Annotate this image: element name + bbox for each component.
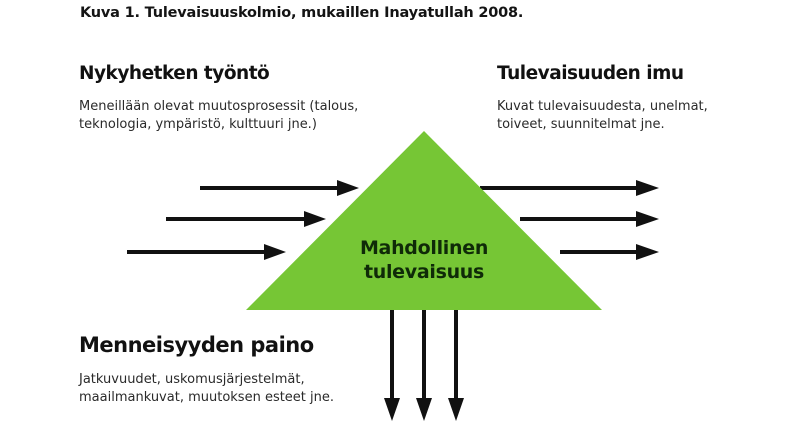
present-push-desc-line: Meneillään olevat muutosprosessit (talou… <box>79 99 359 114</box>
past-weight-desc-line: Jatkuvuudet, uskomusjärjestelmät, <box>79 372 305 387</box>
pull-arrow-icon <box>480 180 659 196</box>
future-pull-desc-line: Kuvat tulevaisuudesta, unelmat, <box>497 99 708 114</box>
past-weight-block: Menneisyyden paino Jatkuvuudet, uskomusj… <box>79 333 334 407</box>
possible-future-label-line: tulevaisuus <box>363 261 485 283</box>
future-pull-arrows <box>480 180 659 260</box>
present-push-arrows <box>127 180 359 260</box>
past-weight-desc-line: maailmankuvat, muutoksen esteet jne. <box>79 390 335 405</box>
weight-arrow-icon <box>448 310 464 421</box>
present-push-description: Meneillään olevat muutosprosessit (talou… <box>79 98 358 134</box>
figure-caption: Kuva 1. Tulevaisuuskolmio, mukaillen Ina… <box>80 5 524 21</box>
future-pull-description: Kuvat tulevaisuudesta, unelmat, toiveet,… <box>497 98 708 134</box>
future-pull-block: Tulevaisuuden imu Kuvat tulevaisuudesta,… <box>497 63 708 134</box>
push-arrow-icon <box>166 211 326 227</box>
possible-future-label: Mahdollinen tulevaisuus <box>324 236 524 284</box>
present-push-heading: Nykyhetken työntö <box>79 63 270 84</box>
weight-arrow-icon <box>416 310 432 421</box>
weight-arrow-icon <box>384 310 400 421</box>
pull-arrow-icon <box>560 244 659 260</box>
present-push-desc-line: teknologia, ympäristö, kulttuuri jne.) <box>79 117 317 132</box>
pull-arrow-icon <box>520 211 659 227</box>
present-push-block: Nykyhetken työntö Meneillään olevat muut… <box>79 63 358 134</box>
push-arrow-icon <box>200 180 359 196</box>
future-pull-heading: Tulevaisuuden imu <box>497 63 684 84</box>
possible-future-label-line: Mahdollinen <box>359 237 489 259</box>
past-weight-arrows <box>384 310 464 421</box>
past-weight-description: Jatkuvuudet, uskomusjärjestelmät, maailm… <box>79 371 334 407</box>
future-pull-desc-line: toiveet, suunnitelmat jne. <box>497 117 665 132</box>
push-arrow-icon <box>127 244 286 260</box>
past-weight-heading: Menneisyyden paino <box>79 333 314 357</box>
possible-future-triangle <box>246 131 602 310</box>
